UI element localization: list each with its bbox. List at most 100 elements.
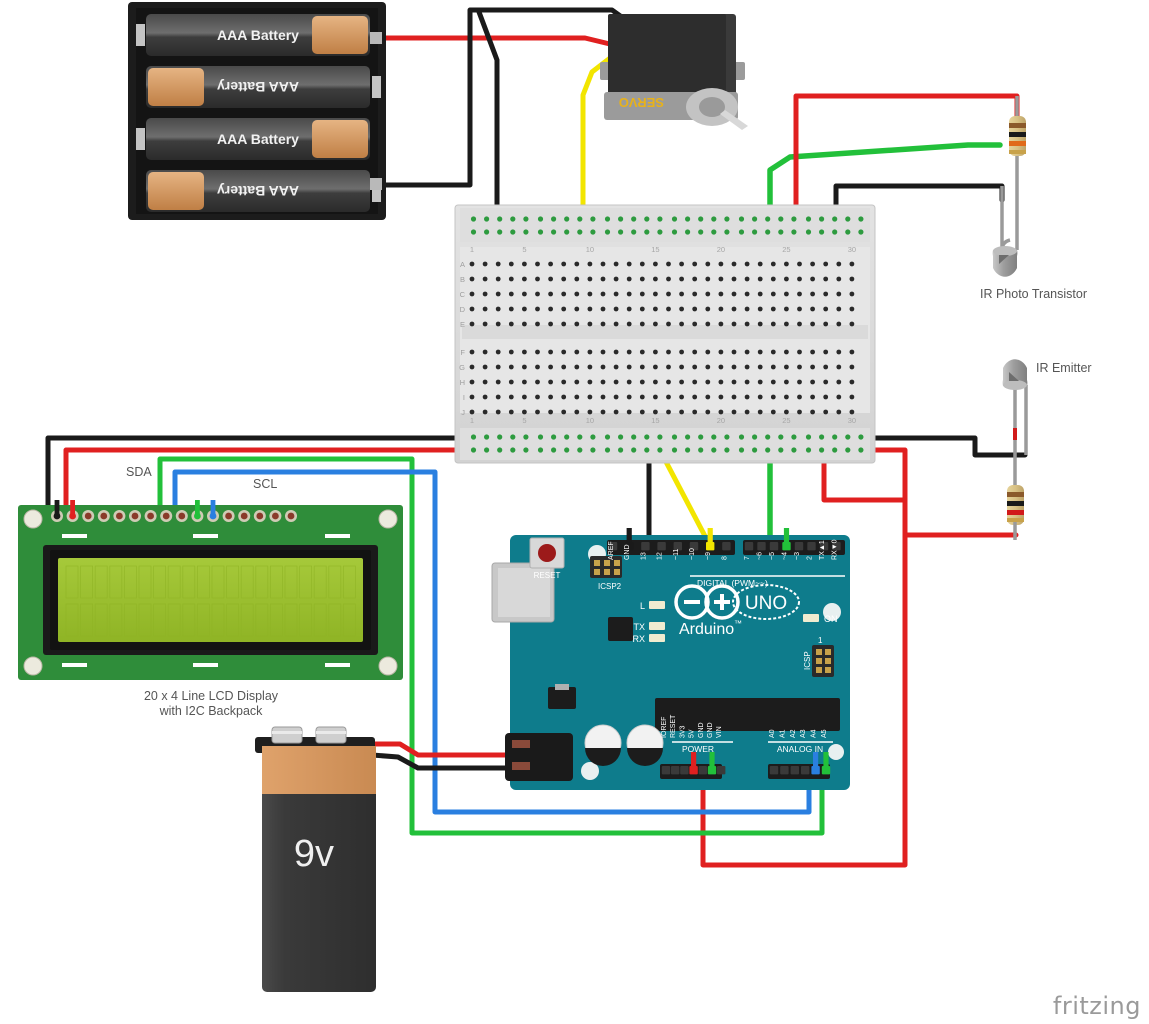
arduino-pin-analog-A5[interactable] [821,766,831,775]
breadboard-rail-hole[interactable] [604,216,611,222]
arduino-pin-analog-A4[interactable] [811,766,820,775]
breadboard-hole-E29[interactable] [836,321,842,327]
breadboard-hole-C1[interactable] [469,291,475,297]
breadboard-hole-B18[interactable] [692,276,698,282]
breadboard-hole-A1[interactable] [469,261,475,267]
breadboard-rail-hole[interactable] [564,216,570,222]
breadboard-rail-hole[interactable] [724,229,730,235]
breadboard-hole-A9[interactable] [574,261,580,267]
breadboard-rail-hole[interactable] [551,229,557,235]
breadboard-rail-hole[interactable] [805,229,812,235]
arduino-pin-power-3V3[interactable] [680,766,689,775]
breadboard-hole-E30[interactable] [849,321,855,327]
breadboard-hole-G16[interactable] [666,364,671,370]
breadboard-hole-J21[interactable] [731,409,737,415]
breadboard-hole-B26[interactable] [797,276,802,282]
breadboard-hole-I16[interactable] [666,394,671,400]
breadboard-hole-E16[interactable] [666,321,671,327]
breadboard-rail-hole[interactable] [590,434,596,440]
breadboard-hole-H14[interactable] [639,379,645,385]
breadboard-rail-hole[interactable] [752,216,758,222]
breadboard-rail-hole[interactable] [497,216,503,222]
breadboard-hole-B8[interactable] [561,276,567,282]
breadboard-hole-B25[interactable] [784,276,789,282]
lcd-pin-3[interactable] [84,512,92,520]
breadboard-hole-C11[interactable] [600,291,606,297]
breadboard-hole-E24[interactable] [770,321,776,327]
breadboard-hole-D12[interactable] [613,306,619,312]
breadboard-hole-E7[interactable] [548,321,553,327]
breadboard-hole-C8[interactable] [561,291,567,297]
breadboard-hole-B11[interactable] [600,276,606,282]
breadboard-hole-G30[interactable] [849,364,855,370]
breadboard-hole-D23[interactable] [757,306,763,312]
breadboard-rail-hole[interactable] [671,229,678,235]
breadboard-hole-B14[interactable] [639,276,645,282]
breadboard-hole-D6[interactable] [535,306,540,312]
breadboard-hole-F21[interactable] [731,349,737,355]
breadboard-hole-E13[interactable] [626,321,632,327]
breadboard-rail-hole[interactable] [845,229,851,235]
arduino-pin-digital-11[interactable] [673,542,682,551]
breadboard-hole-J2[interactable] [482,409,488,415]
breadboard-hole-A12[interactable] [613,261,619,267]
ir-emitter[interactable] [1002,359,1028,540]
breadboard-rail-hole[interactable] [537,229,544,235]
breadboard-rail-hole[interactable] [604,229,611,235]
breadboard-hole-G13[interactable] [626,364,632,370]
arduino-pin-power-VIN[interactable] [717,766,726,775]
breadboard-rail-hole[interactable] [644,229,650,235]
breadboard-hole-A11[interactable] [600,261,606,267]
breadboard-hole-I9[interactable] [574,394,580,400]
breadboard-rail-hole[interactable] [711,447,717,453]
breadboard-hole-B20[interactable] [718,276,724,282]
breadboard-rail-hole[interactable] [724,434,730,440]
breadboard-hole-F14[interactable] [639,349,645,355]
breadboard-hole-C23[interactable] [757,291,763,297]
breadboard-rail-hole[interactable] [631,229,637,235]
breadboard-hole-D14[interactable] [639,306,645,312]
breadboard-hole-F4[interactable] [508,349,514,355]
lcd-pin-4[interactable] [100,512,108,520]
breadboard-rail-hole[interactable] [698,447,704,453]
breadboard-hole-G23[interactable] [757,364,763,370]
breadboard-hole-G17[interactable] [679,364,684,370]
breadboard-rail-hole[interactable] [671,434,678,440]
breadboard-rail-hole[interactable] [832,229,838,235]
breadboard-rail-hole[interactable] [618,229,624,235]
breadboard-rail-hole[interactable] [657,229,663,235]
breadboard-hole-J29[interactable] [836,409,842,415]
breadboard-hole-A28[interactable] [823,261,829,267]
breadboard-hole-A29[interactable] [836,261,842,267]
breadboard-hole-E1[interactable] [469,321,475,327]
breadboard-hole-C14[interactable] [639,291,645,297]
breadboard-hole-A18[interactable] [692,261,698,267]
breadboard-rail-hole[interactable] [631,447,637,453]
breadboard-hole-C12[interactable] [613,291,619,297]
breadboard-hole-E22[interactable] [744,321,750,327]
breadboard-rail-hole[interactable] [711,434,717,440]
breadboard-hole-B7[interactable] [548,276,553,282]
breadboard-hole-D29[interactable] [836,306,842,312]
breadboard-rail-hole[interactable] [618,447,624,453]
breadboard-hole-C13[interactable] [626,291,632,297]
breadboard-hole-B19[interactable] [705,276,711,282]
breadboard-hole-C29[interactable] [836,291,842,297]
wire-lcd-gnd-to-rail[interactable] [45,435,503,513]
breadboard-hole-E27[interactable] [810,321,815,327]
lcd-pin-8[interactable] [162,512,170,520]
breadboard-rail-hole[interactable] [791,434,797,440]
breadboard-rail-hole[interactable] [523,447,529,453]
breadboard-hole-J11[interactable] [600,409,606,415]
breadboard-hole-H26[interactable] [797,379,802,385]
breadboard-hole-F24[interactable] [770,349,776,355]
breadboard-hole-F10[interactable] [587,349,593,355]
breadboard-hole-C6[interactable] [535,291,540,297]
breadboard-hole-G20[interactable] [718,364,724,370]
breadboard-hole-D2[interactable] [482,306,488,312]
breadboard-hole-D8[interactable] [561,306,567,312]
breadboard-rail-hole[interactable] [497,434,503,440]
arduino-pin-power-RESET[interactable] [671,766,680,775]
breadboard-hole-D19[interactable] [705,306,711,312]
breadboard-hole-D15[interactable] [653,306,658,312]
